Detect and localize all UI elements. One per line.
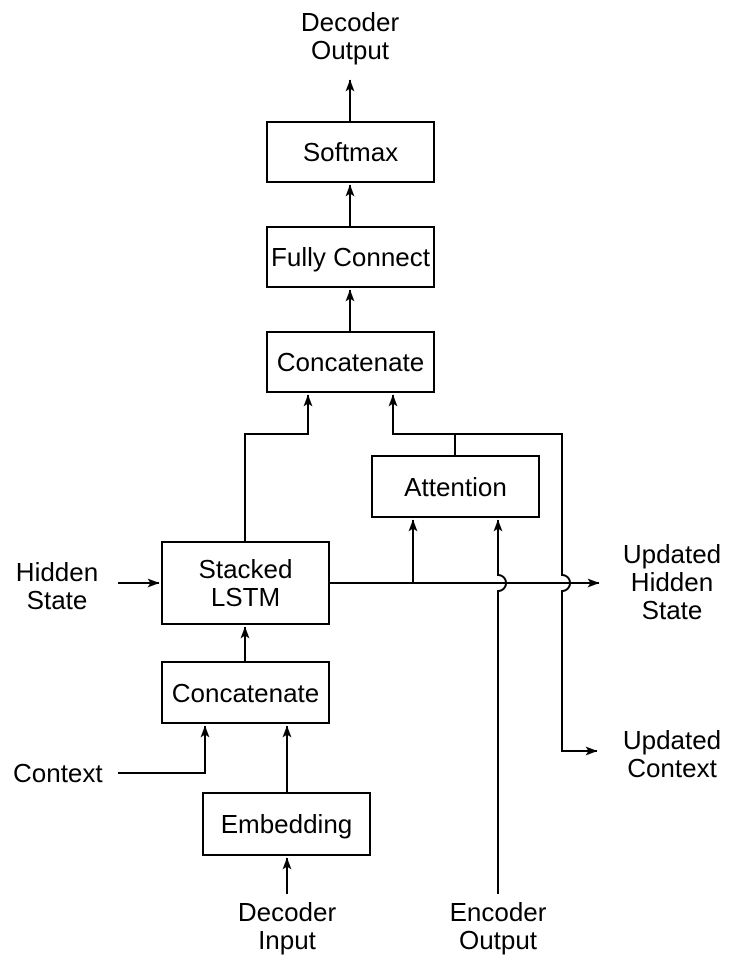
encoder-output-label: Encoder Output — [449, 897, 547, 955]
attention-node: Attention — [371, 455, 540, 518]
updated-hidden-state-label: Updated Hidden State — [622, 539, 722, 625]
updated-context-label: Updated Context — [622, 725, 722, 783]
concatenate-top-node: Concatenate — [266, 331, 435, 393]
stacked-lstm-node: Stacked LSTM — [161, 541, 330, 625]
hidden-state-label: Hidden State — [15, 557, 99, 615]
fully-connect-node: Fully Connect — [266, 226, 435, 288]
embedding-node: Embedding — [202, 792, 371, 856]
decoder-input-label: Decoder Input — [237, 897, 337, 955]
edge-encoder-output-to-attention — [493, 519, 507, 894]
edge-attention-to-concatenate — [388, 394, 456, 455]
context-label: Context — [13, 758, 103, 788]
softmax-node: Softmax — [266, 121, 435, 183]
edge-lstm-to-concatenate — [244, 394, 313, 541]
edge-context-to-concatenate — [118, 725, 210, 774]
decoder-output-label: Decoder Output — [300, 7, 400, 65]
concatenate-bottom-node: Concatenate — [161, 661, 330, 724]
